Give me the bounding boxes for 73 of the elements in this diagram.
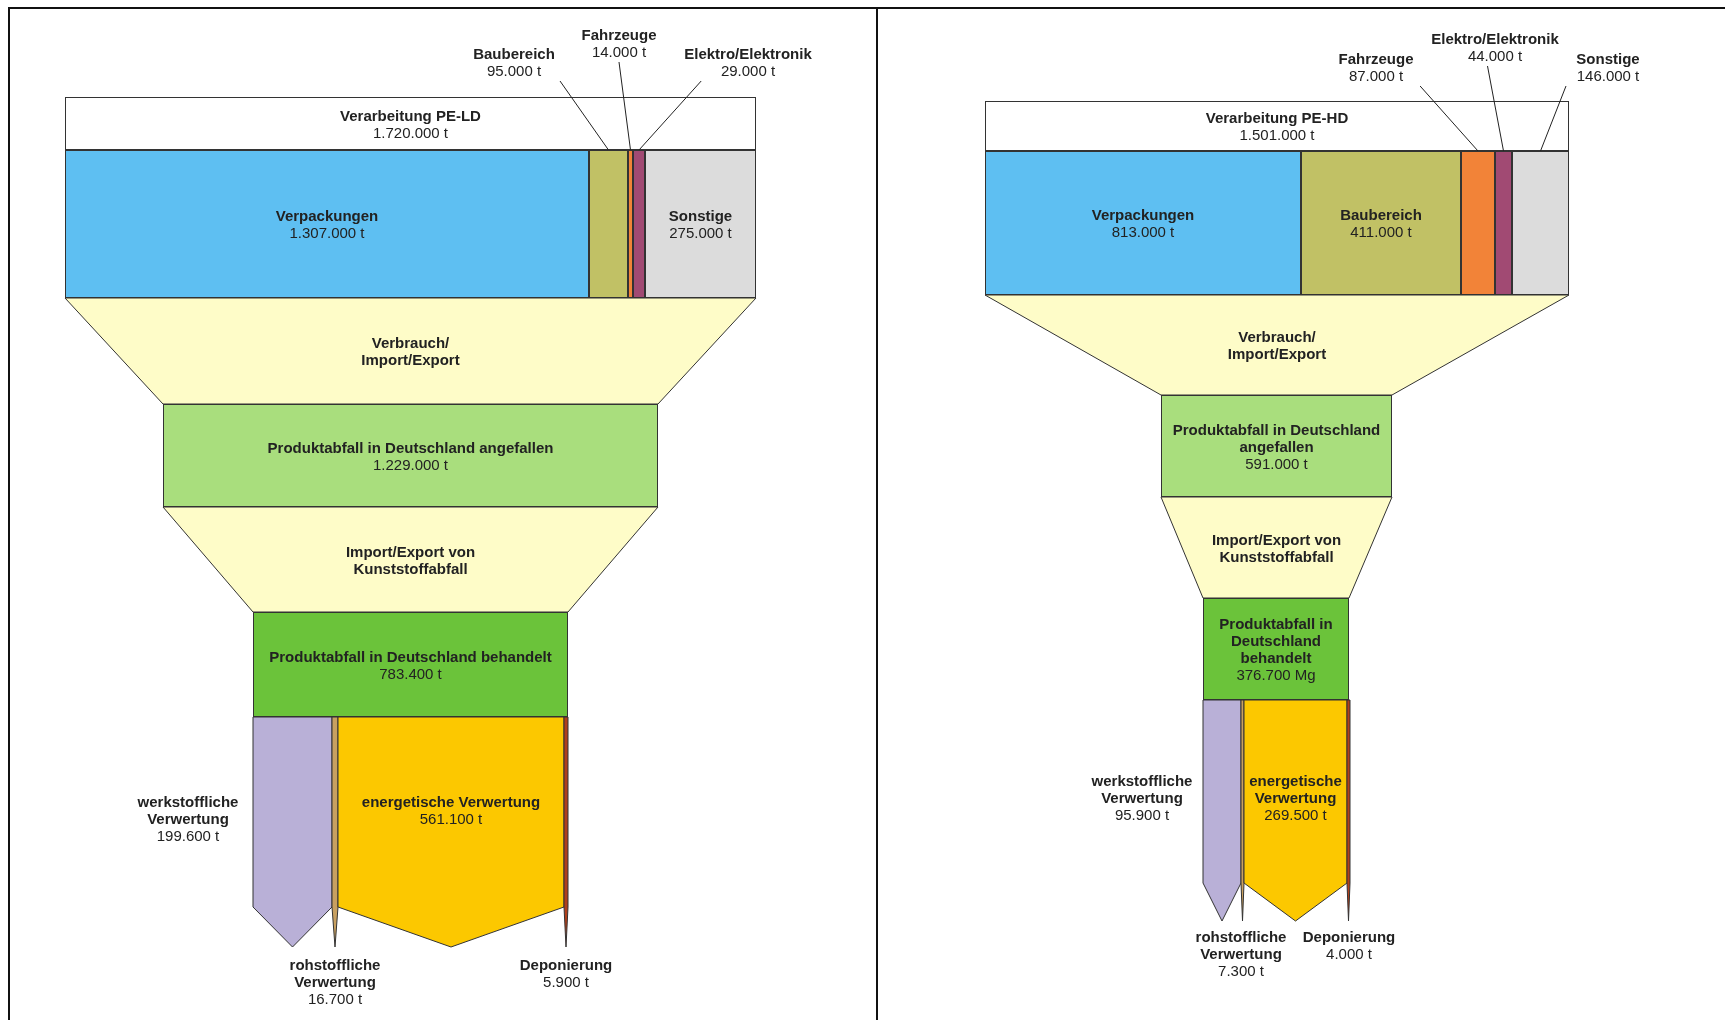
quantity-label: 269.500 t: [1263, 806, 1328, 823]
segment-bar: [589, 150, 628, 298]
category-label: rohstoffliche Verwertung: [1194, 928, 1288, 962]
header-box: [985, 101, 1569, 151]
quantity-label: 783.400 t: [378, 664, 443, 682]
quantity-label: 29.000 t: [719, 62, 777, 79]
category-label: Verpackungen: [1090, 206, 1196, 223]
leader-line: [559, 80, 609, 151]
quantity-label: 4.000 t: [1326, 945, 1372, 962]
quantity-label: 591.000 t: [1245, 454, 1308, 472]
category-label: Import/Export von Kunststoffabfall: [344, 542, 477, 577]
quantity-label: 5.900 t: [543, 973, 589, 990]
quantity-label: 376.700 Mg: [1235, 666, 1317, 683]
quantity-label: 1.720.000 t: [372, 123, 450, 141]
leader-line: [1487, 65, 1504, 152]
segment-bar: [1512, 151, 1569, 295]
quantity-label: 14.000 t: [590, 43, 648, 60]
segment-bar: [628, 150, 633, 298]
category-label: Deponierung: [519, 956, 613, 973]
segment-bar: [1461, 151, 1495, 295]
category-label: Sonstige: [667, 207, 734, 224]
quantity-label: 95.900 t: [1114, 806, 1170, 823]
category-label: energetische Verwertung: [1248, 772, 1343, 806]
segment-bar: [645, 150, 756, 298]
header-box: [65, 97, 756, 150]
category-label: Baubereich: [472, 45, 556, 62]
segment-bar: [633, 150, 645, 298]
category-label: Verbrauch/ Import/Export: [1226, 328, 1328, 362]
segment-bar: [1301, 151, 1461, 295]
category-label: Verarbeitung PE-LD: [339, 106, 482, 124]
category-label: Elektro/Elektronik: [1430, 30, 1560, 47]
quantity-label: 146.000 t: [1575, 67, 1641, 84]
leader-line: [1419, 85, 1479, 152]
category-label: werkstoffliche Verwertung: [1090, 772, 1194, 806]
stage-box: [253, 612, 568, 717]
quantity-label: 1.229.000 t: [371, 455, 450, 473]
quantity-label: 561.100 t: [418, 810, 484, 827]
quantity-label: 275.000 t: [668, 224, 733, 241]
category-label: rohstoffliche Verwertung: [288, 956, 382, 990]
quantity-label: 813.000 t: [1110, 223, 1176, 240]
leader-line: [618, 61, 631, 151]
stage-box: [163, 404, 658, 507]
category-label: Import/Export von Kunststoffabfall: [1210, 530, 1343, 565]
category-label: Sonstige: [1575, 50, 1641, 67]
category-label: Fahrzeuge: [1337, 50, 1415, 67]
category-label: Produktabfall in Deutschland behandelt: [1218, 615, 1334, 666]
category-label: Produktabfall in Deutschland behandelt: [268, 647, 553, 665]
quantity-label: 7.300 t: [1218, 962, 1264, 979]
segment-bar: [65, 150, 589, 298]
category-label: Verpackungen: [274, 207, 380, 224]
category-label: Deponierung: [1302, 928, 1396, 945]
segment-bar: [1495, 151, 1512, 295]
category-label: energetische Verwertung: [360, 793, 542, 810]
quantity-label: 1.307.000 t: [288, 224, 366, 241]
category-label: Verarbeitung PE-HD: [1204, 109, 1350, 126]
category-label: Baubereich: [1339, 206, 1423, 223]
quantity-label: 411.000 t: [1349, 223, 1413, 240]
category-label: Elektro/Elektronik: [683, 45, 813, 62]
stage-box: [1161, 395, 1392, 497]
quantity-label: 95.000 t: [485, 62, 543, 79]
category-label: Fahrzeuge: [580, 26, 658, 43]
quantity-label: 44.000 t: [1466, 47, 1524, 64]
leader-line: [638, 80, 702, 151]
segment-bar: [985, 151, 1301, 295]
quantity-label: 199.600 t: [156, 827, 220, 844]
category-label: werkstoffliche Verwertung: [136, 793, 240, 827]
stage-box: [1203, 598, 1349, 700]
quantity-label: 16.700 t: [307, 990, 363, 1007]
category-label: Produktabfall in Deutschland angefallen: [266, 438, 555, 456]
quantity-label: 87.000 t: [1347, 67, 1405, 84]
category-label: Produktabfall in Deutschland angefallen: [1171, 420, 1382, 455]
category-label: Verbrauch/ Import/Export: [360, 334, 461, 368]
quantity-label: 1.501.000 t: [1238, 126, 1316, 143]
